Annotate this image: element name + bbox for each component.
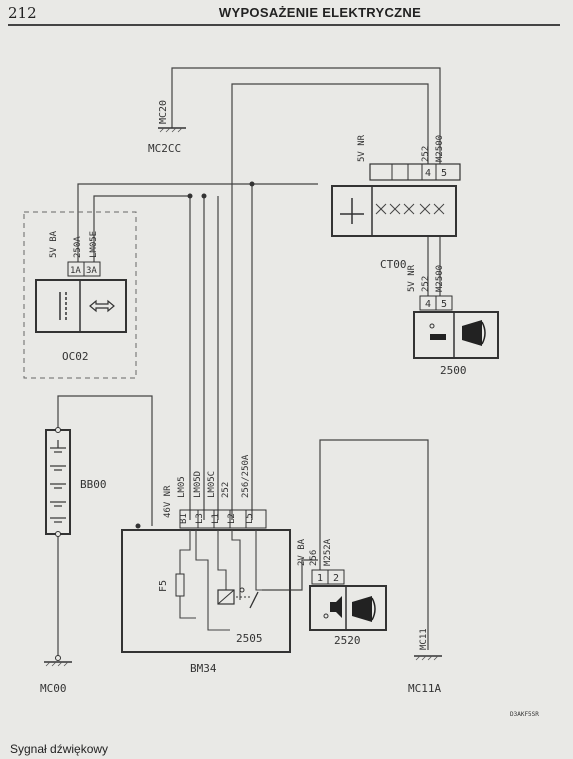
c2500-wire-252: 252: [421, 276, 431, 292]
component-bb00: BB00: [45, 427, 107, 537]
wire-252: [231, 83, 429, 520]
component-2520: 2V BA 256 M252A 1 2 2520: [297, 538, 387, 647]
component-bm34: 46V NR LM05 LM05D LM05C 252 256/250A B1 …: [121, 454, 291, 675]
bm34-label: BM34: [190, 662, 217, 675]
c2500-label: 2500: [440, 364, 467, 377]
c2520-label: 2520: [334, 634, 361, 647]
ct00-voltage: 5V NR: [357, 134, 367, 162]
page-number: 212: [8, 4, 37, 22]
speaker-icon: [330, 596, 342, 618]
component-2500: 5V NR 252 M2500 4 5 2500: [407, 264, 499, 377]
ct00-label: CT00: [380, 258, 407, 271]
bb00-label: BB00: [80, 478, 107, 491]
junction-dot: [187, 193, 193, 199]
c2520-voltage: 2V BA: [297, 538, 307, 566]
arrow-icon: [89, 299, 115, 313]
oc02-pin1a: 1A: [70, 266, 81, 276]
oc02-pin3a: 3A: [86, 266, 97, 276]
bm34-wire-252: 252: [221, 482, 231, 498]
bm34-pin-row: B1 L3 L1 L2 L5: [179, 509, 267, 529]
wire-oc02-lm05e: [93, 195, 190, 262]
bm34-pin-b1: B1: [179, 513, 189, 524]
component-ct00: 4 5 5V NR 252 M2500 CT00: [331, 134, 461, 271]
bm34-pin-l5: L5: [245, 513, 255, 524]
mc00-label: MC00: [40, 682, 67, 695]
junction-dot: [135, 523, 141, 529]
reference-code: D3AKF5SR: [510, 711, 539, 718]
bm34-voltage: 46V NR: [163, 485, 173, 518]
oc02-label: OC02: [62, 350, 89, 363]
c2500-pin5: 5: [441, 299, 447, 310]
c2520-pin2: 2: [333, 573, 339, 584]
ct00-pin5: 5: [441, 168, 447, 179]
page-title: WYPOSAŻENIE ELEKTRYCZNE: [218, 5, 422, 20]
wires: [57, 67, 441, 656]
junction-dot: [201, 193, 207, 199]
ground-mc00: MC00: [40, 655, 72, 695]
horn-icon: [462, 320, 482, 346]
junction-dot: [249, 181, 255, 187]
wire-bb00-pos: [57, 395, 153, 526]
component-oc02: 5V BA 250A LM05E 1A 3A OC02: [23, 211, 137, 379]
bm34-pin-l2: L2: [227, 513, 237, 524]
junctions: [135, 181, 255, 529]
wire-mc20: [171, 67, 441, 164]
horn-icon: [352, 596, 372, 622]
oc02-voltage: 5V BA: [49, 230, 59, 258]
oc02-wire-250a: 250A: [73, 236, 83, 258]
ct00-wire-252: 252: [421, 146, 431, 162]
mc2cc-label: MC2CC: [148, 142, 181, 155]
ground-mc20: MC20 MC2CC: [148, 100, 186, 155]
c2520-wire-256: 256: [309, 550, 319, 566]
mc11a-label: MC11A: [408, 682, 441, 695]
c2500-pin4: 4: [425, 299, 431, 310]
wire-oc02-250a: [77, 183, 318, 262]
ground-mc11a: MC11 MC11A: [408, 628, 442, 695]
bm34-pin-l1: L1: [211, 513, 221, 524]
bm34-wire-lm05c: LM05C: [207, 471, 217, 498]
bm34-pin-l3: L3: [195, 513, 205, 524]
mc20-label: MC20: [158, 100, 169, 124]
figure-caption: Sygnał dźwiękowy: [10, 742, 109, 756]
c2505-label: 2505: [236, 632, 263, 645]
mc11-label: MC11: [419, 628, 429, 650]
c2520-wire-m252a: M252A: [323, 538, 333, 566]
c2520-pin1: 1: [317, 573, 323, 584]
wire-m252a: [319, 439, 429, 650]
ct00-wire-m2500: M2500: [435, 135, 445, 162]
ct00-pin4: 4: [425, 168, 431, 179]
f5-label: F5: [158, 580, 169, 592]
wire-bm34-2520: [262, 559, 318, 591]
bm34-wire-lm05: LM05: [177, 476, 187, 498]
c2500-voltage: 5V NR: [407, 264, 417, 292]
header-rule: [8, 24, 560, 26]
c2500-wire-m2500: M2500: [435, 265, 445, 292]
oc02-wire-lm05e: LM05E: [89, 231, 99, 258]
bm34-wire-256-250a: 256/250A: [241, 454, 251, 498]
bm34-wire-lm05d: LM05D: [193, 471, 203, 498]
